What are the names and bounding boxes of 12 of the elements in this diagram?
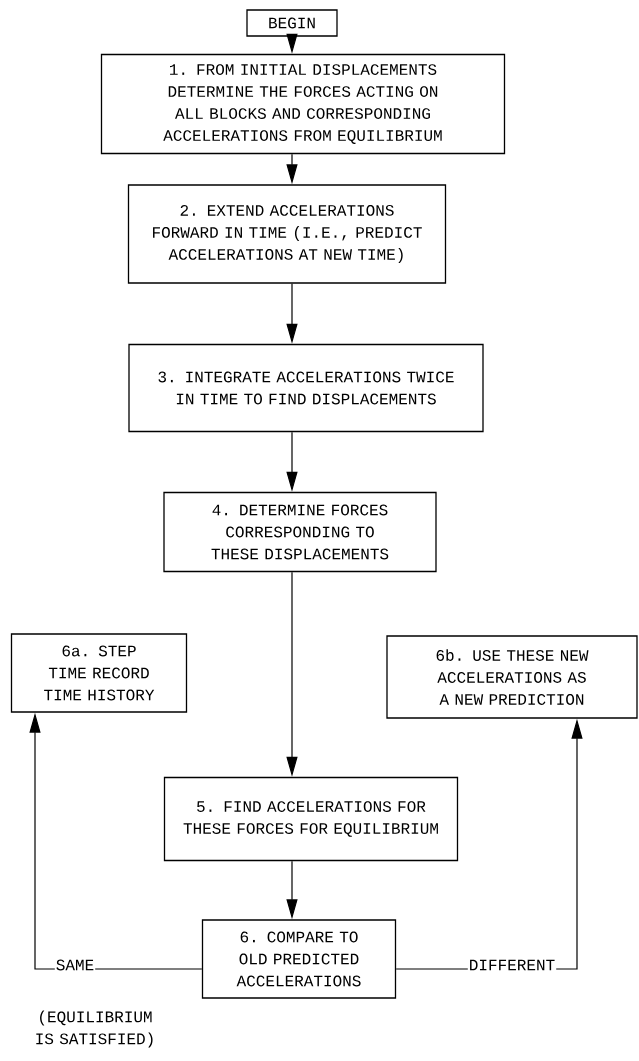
process-box: 1. FROM INITIAL DISPLACEMENTS DETERMINE THE FORCES ACTING ON ALL BLOCKS AND CORRESPONDING ACCELERATIONS FROM EQUILIBRIUM	[100, 53, 506, 155]
edge-label: DIFFERENT	[467, 958, 557, 972]
process-box: 5. FIND ACCELERATIONS FOR THESE FORCES FOR EQUILIBRIUM	[163, 776, 459, 862]
process-box: 2. EXTEND ACCELERATIONS FORWARD IN TIME (I.E., PREDICT ACCELERATIONS AT NEW TIME)	[127, 184, 447, 284]
edge-label: SAME	[54, 958, 96, 972]
process-box: 4. DETERMINE FORCES CORRESPONDING TO THESE DISPLACEMENTS	[163, 491, 437, 573]
start-box: BEGIN	[246, 9, 338, 37]
process-box: 3. INTEGRATE ACCELERATIONS TWICE IN TIME TO FIND DISPLACEMENTS	[128, 343, 484, 433]
note: (EQUILIBRIUM IS SATISFIED)	[36, 1010, 153, 1048]
process-box: 6a. STEP TIME RECORD TIME HISTORY	[10, 633, 188, 713]
process-box: 6. COMPARE TO OLD PREDICTED ACCELERATIONS	[201, 919, 397, 999]
process-box: 6b. USE THESE NEW ACCELERATIONS AS A NEW PREDICTION	[386, 635, 638, 719]
